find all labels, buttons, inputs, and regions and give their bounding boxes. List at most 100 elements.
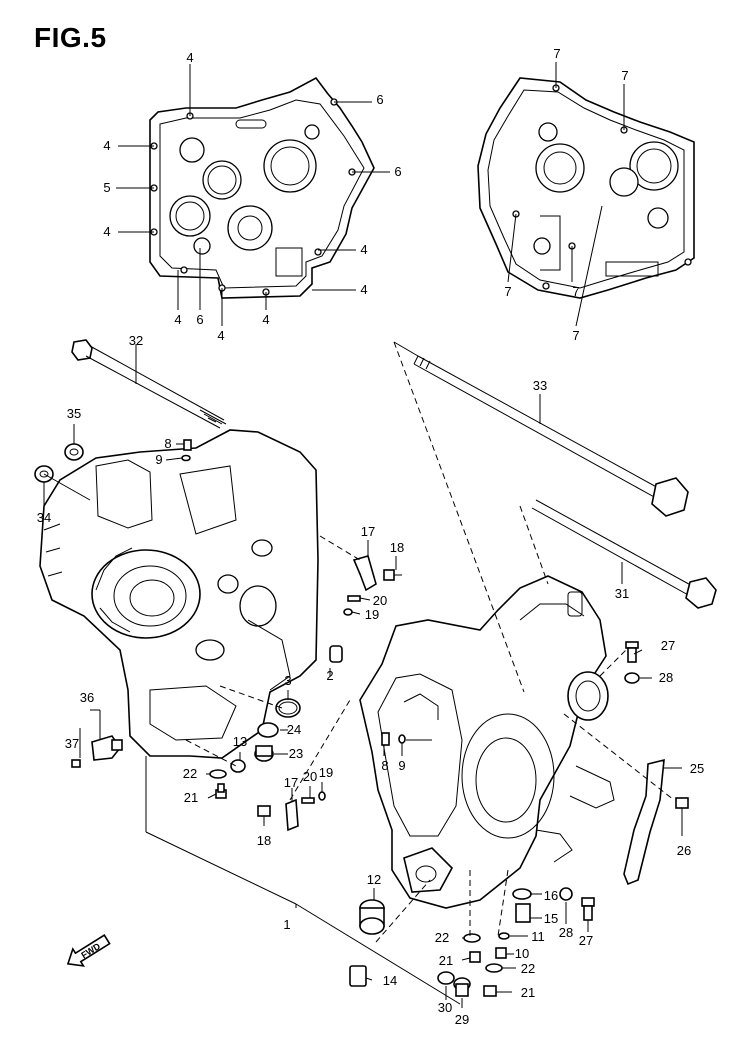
crankcase-left-half-top-view [149, 76, 375, 299]
oring-19-upper [343, 608, 353, 616]
washer-30 [437, 971, 455, 985]
crankcase-right-half [359, 575, 615, 909]
gasket-24 [257, 722, 279, 738]
callout-7: 7 [572, 328, 579, 343]
callout-12: 12 [367, 872, 381, 887]
figure-title: FIG.5 [34, 22, 107, 53]
callout-31: 31 [615, 586, 629, 601]
screw-37 [71, 759, 81, 768]
jet-20-upper [347, 595, 361, 602]
bolt-21-left [215, 783, 227, 799]
washer-28-upper [624, 672, 640, 684]
leader-lines [43, 62, 683, 1008]
callout-22: 22 [435, 930, 449, 945]
washer-28-lower [559, 887, 573, 901]
callout-15: 15 [544, 911, 558, 926]
plug-29 [453, 977, 471, 997]
bolt-27-lower [581, 897, 595, 921]
bolt-26 [675, 797, 689, 809]
crankcase-right-half-top-view [477, 77, 695, 299]
callout-13: 13 [233, 734, 247, 749]
dowel-pin-8-upper [183, 439, 192, 451]
callout-18: 18 [390, 540, 404, 555]
dowel-pin-8-lower [381, 732, 390, 746]
callout-34: 34 [37, 510, 51, 525]
bolt-18-upper [383, 569, 402, 581]
callout-24: 24 [287, 722, 301, 737]
callout-7: 7 [504, 284, 511, 299]
callout-19: 19 [319, 765, 333, 780]
callout-7: 7 [572, 284, 579, 299]
callout-20: 20 [303, 769, 317, 784]
plug-23 [254, 745, 274, 762]
washer-13 [230, 759, 246, 773]
washer-16 [512, 888, 532, 900]
washer-22-left [209, 769, 227, 779]
washer-22-right-b [485, 963, 503, 973]
callout-10: 10 [515, 946, 529, 961]
callout-4: 4 [103, 224, 110, 239]
callout-17: 17 [361, 524, 375, 539]
breather-12 [359, 899, 385, 935]
callout-20: 20 [373, 593, 387, 608]
callout-8: 8 [381, 758, 388, 773]
callout-4: 4 [186, 50, 193, 65]
bolt-27-upper [625, 641, 639, 663]
callout-4: 4 [103, 138, 110, 153]
callout-7: 7 [553, 46, 560, 61]
callout-4: 4 [360, 242, 367, 257]
callout-6: 6 [394, 164, 401, 179]
callout-21: 21 [521, 985, 535, 1000]
callout-22: 22 [183, 766, 197, 781]
crankcase-bolt-32 [71, 339, 227, 429]
bolt-18-lower [257, 805, 271, 817]
callout-21: 21 [439, 953, 453, 968]
callout-8: 8 [164, 436, 171, 451]
callout-27: 27 [661, 638, 675, 653]
filter-14 [349, 965, 367, 987]
bolt-21-right-a [469, 951, 481, 963]
sensor-36 [91, 735, 123, 761]
callout-9: 9 [155, 452, 162, 467]
bracket-17-upper [352, 555, 377, 592]
bolt-21-right-b [483, 985, 497, 997]
callout-21: 21 [184, 790, 198, 805]
bracket-17-lower [285, 798, 299, 832]
callout-4: 4 [174, 312, 181, 327]
jet-15 [515, 903, 531, 923]
oring-3 [275, 698, 301, 718]
callout-25: 25 [690, 761, 704, 776]
callout-30: 30 [438, 1000, 452, 1015]
crankcase-bolt-33 [413, 355, 689, 517]
callout-6: 6 [376, 92, 383, 107]
callout-4: 4 [262, 312, 269, 327]
callout-29: 29 [455, 1012, 469, 1027]
washer-22-right-a [463, 933, 481, 943]
callout-32: 32 [129, 333, 143, 348]
crankcase-bolt-31 [531, 499, 717, 609]
callout-27: 27 [579, 933, 593, 948]
callout-7: 7 [621, 68, 628, 83]
callout-4: 4 [360, 282, 367, 297]
callout-26: 26 [677, 843, 691, 858]
callout-28: 28 [659, 670, 673, 685]
jet-10 [495, 947, 507, 959]
callout-35: 35 [67, 406, 81, 421]
crankcase-left-half [39, 429, 319, 759]
forward-direction-arrow: FWD [66, 934, 111, 967]
callout-5: 5 [103, 180, 110, 195]
plate-25 [623, 758, 665, 886]
callout-14: 14 [383, 973, 397, 988]
oring-19-lower [318, 791, 326, 801]
callout-28: 28 [559, 925, 573, 940]
jet-20-lower [301, 797, 315, 804]
oring-11 [498, 932, 510, 940]
callout-18: 18 [257, 833, 271, 848]
callout-36: 36 [80, 690, 94, 705]
callout-4: 4 [217, 328, 224, 343]
nut-35 [64, 443, 84, 461]
callout-1: 1 [283, 917, 290, 932]
callout-9: 9 [398, 758, 405, 773]
callout-33: 33 [533, 378, 547, 393]
